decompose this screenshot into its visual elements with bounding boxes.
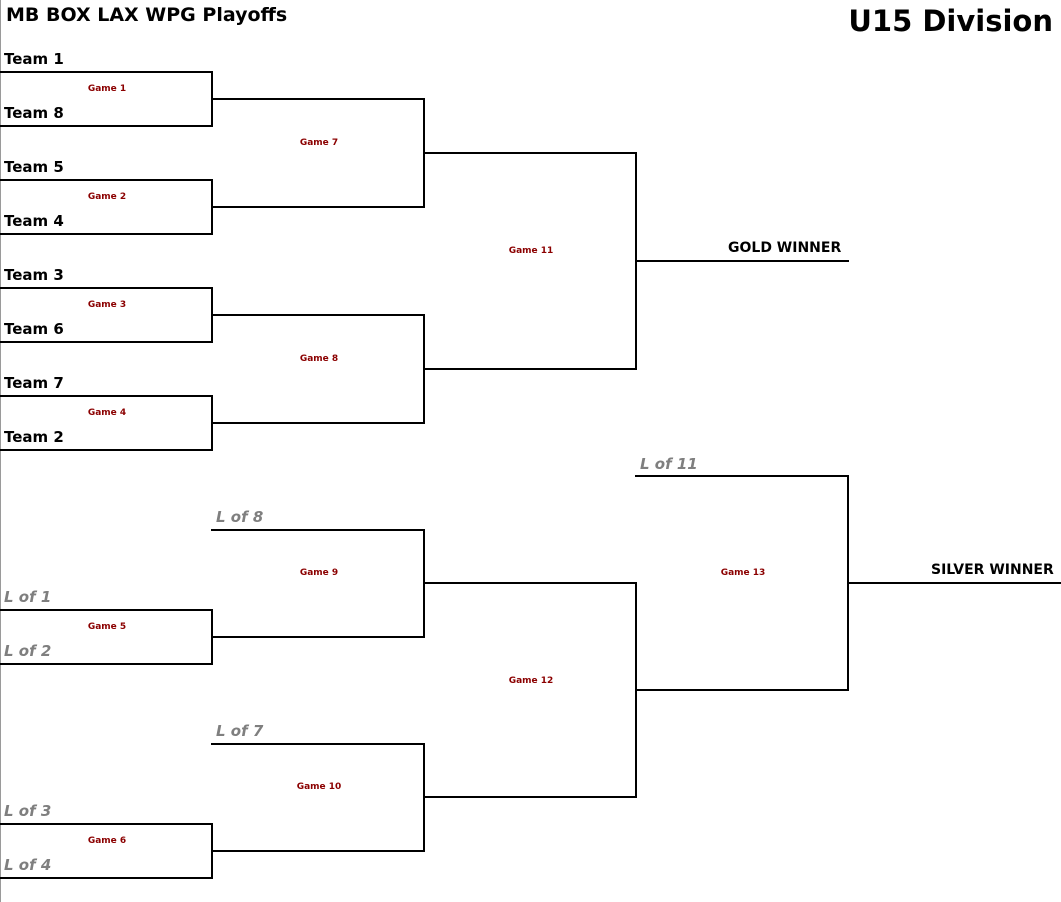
team-slot-8: Team 2: [4, 428, 64, 446]
team-slot-7: Team 7: [4, 374, 64, 392]
game-label-8: Game 8: [299, 354, 339, 364]
loser-of-game-11-label: L of 11: [640, 455, 698, 473]
game-label-12: Game 12: [508, 676, 554, 686]
game-label-4: Game 4: [87, 408, 127, 418]
bracket-line: [423, 582, 637, 584]
game-label-3: Game 3: [87, 300, 127, 310]
game-label-7: Game 7: [299, 138, 339, 148]
bracket-line: [211, 636, 425, 638]
bracket-line: [0, 233, 213, 235]
loser-of-game-4-label: L of 4: [4, 856, 52, 874]
game-label-9: Game 9: [299, 568, 339, 578]
loser-of-game-8-label: L of 8: [216, 508, 264, 526]
bracket-line: [0, 663, 213, 665]
loser-of-game-2-label: L of 2: [4, 642, 52, 660]
bracket-line: [0, 287, 213, 289]
team-slot-1: Team 1: [4, 50, 64, 68]
bracket-line: [0, 71, 213, 73]
bracket-line: [211, 422, 425, 424]
game-label-10: Game 10: [296, 782, 342, 792]
bracket-line: [423, 796, 637, 798]
left-border: [0, 0, 1, 902]
bracket-line: [847, 582, 1061, 584]
bracket-line: [423, 152, 637, 154]
bracket-line: [0, 395, 213, 397]
team-slot-6: Team 6: [4, 320, 64, 338]
page-title: MB BOX LAX WPG Playoffs: [6, 4, 288, 26]
game-label-13: Game 13: [720, 568, 766, 578]
loser-of-game-1-label: L of 1: [4, 588, 52, 606]
loser-of-game-3-label: L of 3: [4, 802, 52, 820]
bracket-line: [211, 529, 425, 531]
bracket-line: [0, 341, 213, 343]
silver-winner-label: SILVER WINNER: [931, 562, 1054, 578]
bracket-line: [635, 475, 849, 477]
team-slot-2: Team 8: [4, 104, 64, 122]
bracket-line: [0, 877, 213, 879]
bracket-line: [211, 314, 425, 316]
bracket-line: [0, 179, 213, 181]
gold-winner-label: GOLD WINNER: [728, 240, 842, 256]
bracket-line: [0, 449, 213, 451]
bracket-line: [211, 850, 425, 852]
game-label-6: Game 6: [87, 836, 127, 846]
game-label-2: Game 2: [87, 192, 127, 202]
bracket-line: [423, 368, 637, 370]
team-slot-5: Team 3: [4, 266, 64, 284]
bracket-line: [0, 609, 213, 611]
division-title: U15 Division: [848, 4, 1053, 38]
bracket-line: [211, 98, 425, 100]
bracket-line: [0, 823, 213, 825]
bracket-line: [635, 689, 849, 691]
team-slot-4: Team 4: [4, 212, 64, 230]
bracket-line: [211, 743, 425, 745]
bracket-line: [635, 260, 849, 262]
game-label-11: Game 11: [508, 246, 554, 256]
game-label-5: Game 5: [87, 622, 127, 632]
bracket-line: [0, 125, 213, 127]
loser-of-game-7-label: L of 7: [216, 722, 264, 740]
game-label-1: Game 1: [87, 84, 127, 94]
team-slot-3: Team 5: [4, 158, 64, 176]
bracket-line: [211, 206, 425, 208]
